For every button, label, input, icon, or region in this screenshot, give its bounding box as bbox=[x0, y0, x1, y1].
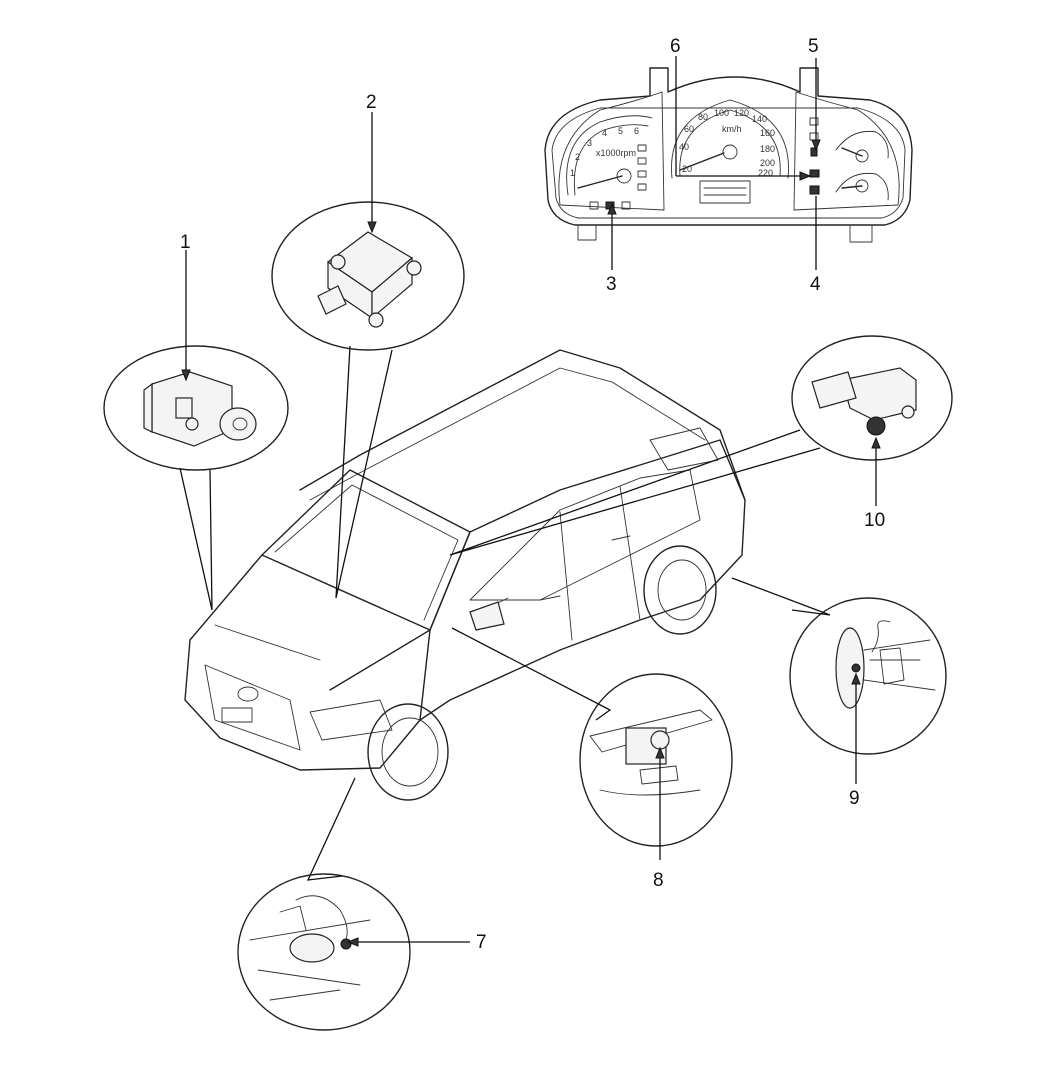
speed-unit-label: km/h bbox=[722, 124, 742, 134]
rpm-tick: 4 bbox=[602, 128, 607, 138]
callout-2: 2 bbox=[366, 92, 377, 113]
warning-lamp-5 bbox=[810, 147, 818, 157]
rpm-tick: 6 bbox=[634, 126, 639, 136]
rpm-tick: 3 bbox=[587, 138, 592, 148]
bubble-9 bbox=[789, 597, 947, 755]
callout-4: 4 bbox=[810, 274, 821, 295]
speed-tick: 160 bbox=[760, 128, 775, 138]
warning-lamp-6 bbox=[809, 169, 820, 178]
callout-6: 6 bbox=[670, 36, 681, 57]
bubble-10 bbox=[791, 335, 953, 461]
callout-9: 9 bbox=[849, 788, 860, 809]
callout-8: 8 bbox=[653, 870, 664, 891]
speed-tick: 200 bbox=[760, 158, 775, 168]
speed-tick: 40 bbox=[679, 142, 689, 152]
rpm-unit-label: x1000rpm bbox=[596, 148, 636, 158]
speed-tick: 80 bbox=[698, 112, 708, 122]
tachometer: 1 2 3 4 5 6 x1000rpm bbox=[566, 115, 653, 210]
speed-tick: 180 bbox=[760, 144, 775, 154]
yaw-rate-sensor-module bbox=[317, 231, 422, 328]
speedometer: 20 40 60 80 100 120 140 160 180 200 220 … bbox=[671, 99, 789, 204]
leader-lines bbox=[179, 56, 881, 947]
callout-3: 3 bbox=[606, 274, 617, 295]
rpm-tick: 5 bbox=[618, 126, 623, 136]
callout-labels: 1 2 3 4 5 6 7 8 9 10 bbox=[180, 36, 885, 953]
bubble-7 bbox=[237, 873, 411, 1031]
callout-10: 10 bbox=[864, 510, 885, 531]
callout-5: 5 bbox=[808, 36, 819, 57]
speed-tick: 20 bbox=[682, 164, 692, 174]
speed-tick: 220 bbox=[758, 168, 773, 178]
speed-tick: 100 bbox=[714, 108, 729, 118]
vehicle-body bbox=[184, 349, 746, 801]
rpm-tick: 2 bbox=[575, 152, 580, 162]
wheel-speed-or-g-sensor bbox=[811, 367, 917, 436]
speed-tick: 140 bbox=[752, 114, 767, 124]
callout-1: 1 bbox=[180, 232, 191, 253]
odometer-display bbox=[699, 180, 751, 204]
bubble-1 bbox=[103, 345, 289, 471]
fuel-temp-gauges bbox=[809, 117, 889, 201]
speed-tick: 60 bbox=[684, 124, 694, 134]
abs-control-unit bbox=[143, 371, 257, 447]
rear-wheel-speed-sensor bbox=[835, 620, 936, 709]
rpm-tick: 1 bbox=[570, 168, 575, 178]
bubble-8 bbox=[579, 673, 733, 847]
bubble-2 bbox=[271, 201, 465, 351]
speed-tick: 120 bbox=[734, 108, 749, 118]
warning-lamp-4 bbox=[809, 185, 820, 195]
callout-7: 7 bbox=[476, 932, 487, 953]
instrument-cluster: 1 2 3 4 5 6 x1000rpm 20 40 60 80 100 bbox=[544, 67, 913, 243]
front-wheel-speed-sensor bbox=[249, 895, 371, 1001]
